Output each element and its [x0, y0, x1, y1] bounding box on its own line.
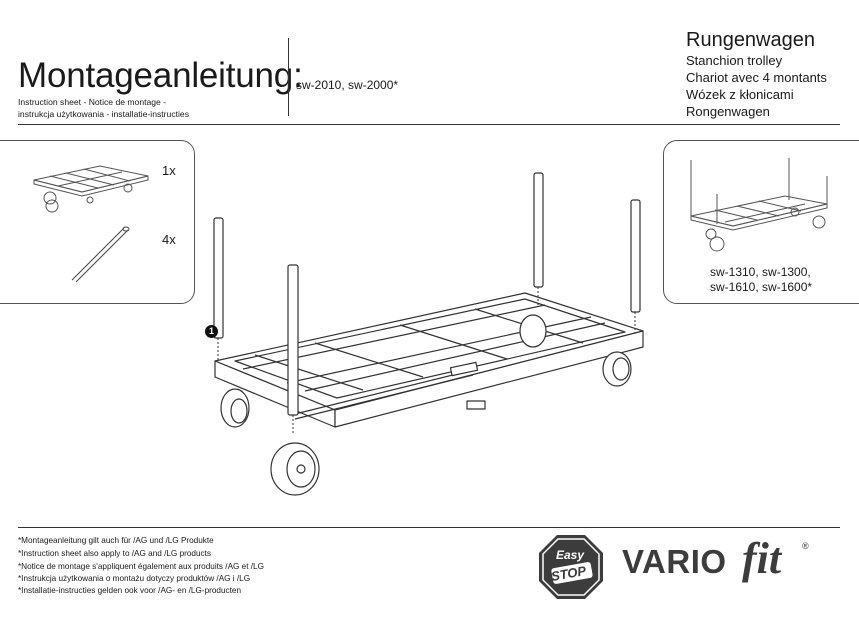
variant-models-1: sw-1310, sw-1300, — [710, 265, 811, 279]
footer-rule — [18, 527, 840, 528]
product-name-pl: Wózek z kłonicami — [686, 87, 794, 102]
trolley-frame-icon — [33, 165, 149, 213]
variant-models-2: sw-1610, sw-1600* — [710, 280, 813, 294]
footer-note-de: *Montageanleitung gilt auch für /AG und … — [18, 536, 214, 545]
footer-note-nl: *Installatie-instructies gelden ook voor… — [18, 586, 241, 595]
page-title: Montageanleitung: — [18, 56, 303, 95]
easystop-logo — [539, 535, 603, 599]
product-name-nl: Rongenwagen — [686, 104, 770, 119]
variants-panel — [663, 140, 859, 304]
footer-note-en: *Instruction sheet also apply to /AG and… — [18, 549, 211, 558]
product-name-en: Stanchion trolley — [686, 53, 783, 68]
parts-panel — [0, 140, 195, 304]
brand-vario: VARIO — [622, 543, 727, 580]
brand-registered-mark: ® — [802, 541, 809, 551]
header-divider — [288, 38, 289, 116]
brand-fit: fit — [742, 534, 782, 583]
step-marker: 1 — [205, 325, 218, 338]
subtitle-line-2: instrukcja użytkowania - installatie-ins… — [18, 109, 189, 119]
step-number: 1 — [208, 326, 214, 336]
product-name-fr: Chariot avec 4 montants — [686, 70, 827, 85]
stanchion-post-icon — [71, 226, 130, 283]
footer-note-fr: *Notice de montage s'appliquent égalemen… — [18, 562, 264, 571]
product-name: Rungenwagen — [686, 29, 815, 51]
header-rule — [18, 124, 840, 125]
part-qty-frame: 1x — [162, 163, 176, 178]
part-qty-post: 4x — [162, 232, 176, 247]
easystop-text-easy: Easy — [556, 548, 585, 562]
footer-note-pl: *Instrukcja użytkowania o montażu dotycz… — [18, 574, 251, 583]
model-numbers: sw-2010, sw-2000* — [296, 78, 399, 92]
trolley-assembly-drawing — [213, 172, 644, 496]
subtitle-line-1: Instruction sheet - Notice de montage - — [18, 97, 167, 107]
trolley-variant-icon — [690, 158, 828, 252]
